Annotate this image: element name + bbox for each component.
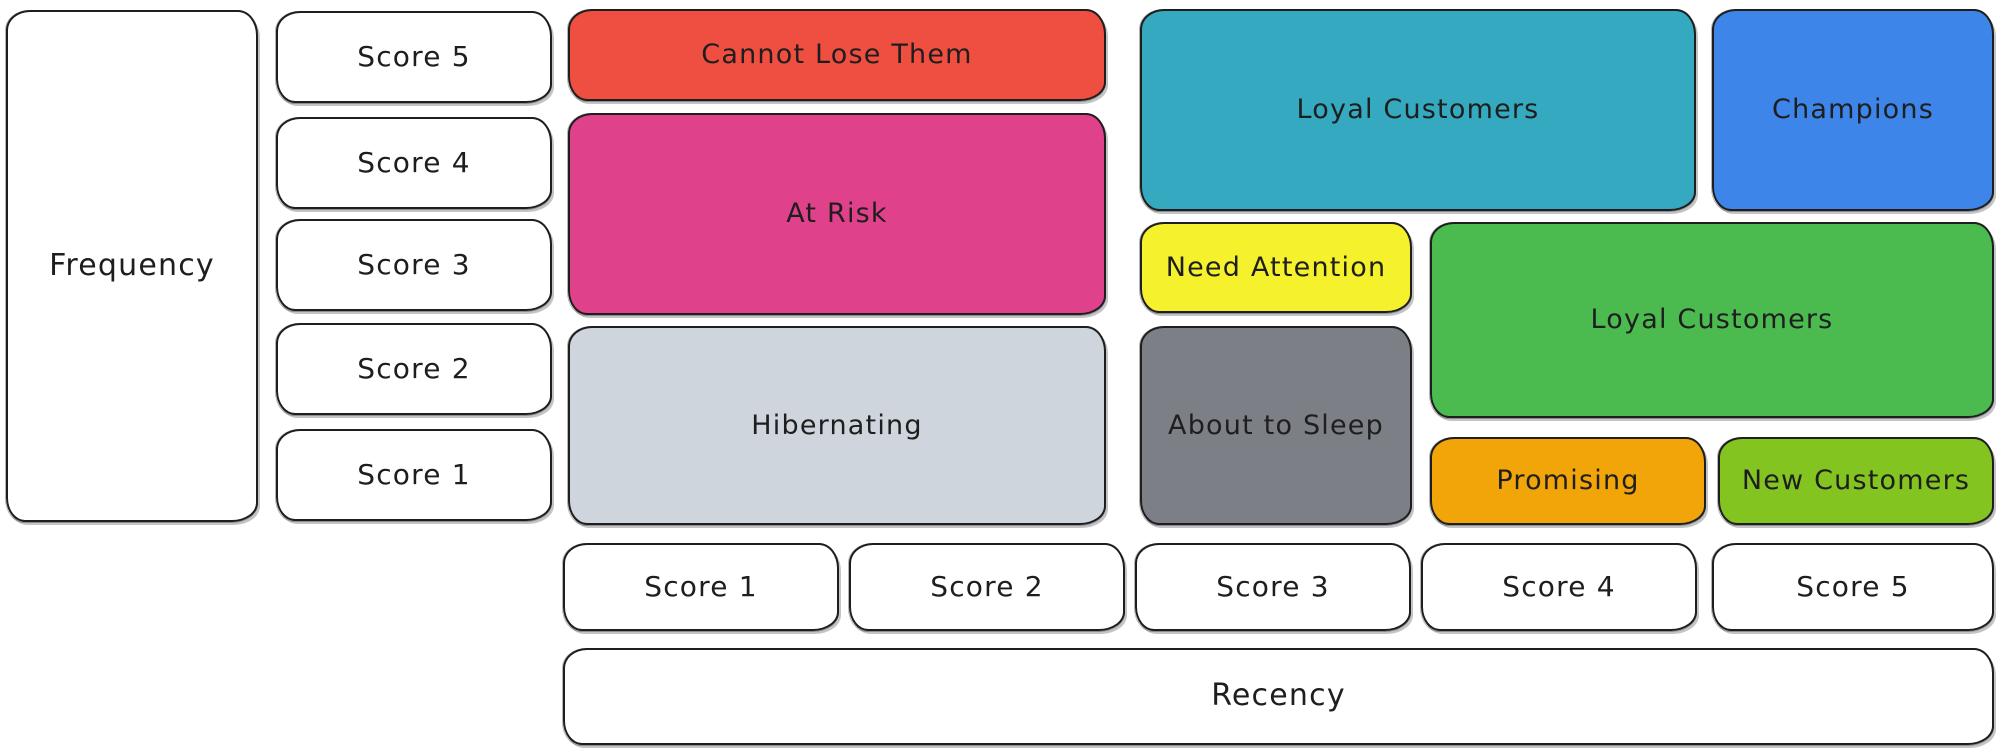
segment-need-attention-label: Need Attention [1165, 251, 1387, 283]
segment-loyal-customers-teal[interactable]: Loyal Customers [1139, 9, 1696, 212]
segment-at-risk[interactable]: At Risk [567, 113, 1106, 316]
frequency-axis-box: Frequency [5, 10, 258, 523]
segment-cannot-lose-them-label: Cannot Lose Them [701, 39, 973, 71]
frequency-score-5-label: Score 5 [357, 39, 471, 73]
segment-about-to-sleep[interactable]: About to Sleep [1139, 326, 1412, 526]
segment-loyal-customers-teal-label: Loyal Customers [1296, 94, 1540, 126]
frequency-score-4[interactable]: Score 4 [275, 117, 552, 210]
frequency-score-1-label: Score 1 [357, 457, 471, 491]
frequency-score-4-label: Score 4 [357, 145, 471, 179]
recency-axis-box: Recency [562, 648, 1994, 746]
segment-at-risk-label: At Risk [786, 198, 888, 230]
segment-champions[interactable]: Champions [1711, 9, 1994, 212]
recency-score-3-label: Score 3 [1216, 569, 1330, 603]
segment-champions-label: Champions [1772, 94, 1934, 126]
frequency-score-1[interactable]: Score 1 [275, 429, 552, 522]
segment-need-attention[interactable]: Need Attention [1139, 222, 1412, 314]
frequency-score-5[interactable]: Score 5 [275, 11, 552, 104]
recency-score-1[interactable]: Score 1 [562, 543, 839, 632]
recency-score-4[interactable]: Score 4 [1420, 543, 1697, 632]
recency-score-1-label: Score 1 [644, 569, 758, 603]
recency-score-4-label: Score 4 [1502, 569, 1616, 603]
frequency-score-3[interactable]: Score 3 [275, 219, 552, 312]
frequency-score-2[interactable]: Score 2 [275, 323, 552, 416]
recency-score-2-label: Score 2 [930, 569, 1044, 603]
segment-hibernating[interactable]: Hibernating [567, 326, 1106, 526]
frequency-axis-label: Frequency [49, 247, 215, 283]
segment-cannot-lose-them[interactable]: Cannot Lose Them [567, 9, 1106, 102]
segment-hibernating-label: Hibernating [751, 409, 923, 441]
recency-score-5[interactable]: Score 5 [1711, 543, 1994, 632]
frequency-score-3-label: Score 3 [357, 247, 471, 281]
segment-promising[interactable]: Promising [1429, 437, 1706, 526]
recency-axis-label: Recency [1211, 678, 1346, 714]
recency-score-2[interactable]: Score 2 [848, 543, 1125, 632]
frequency-score-2-label: Score 2 [357, 351, 471, 385]
segment-loyal-customers-green-label: Loyal Customers [1590, 304, 1834, 336]
segment-promising-label: Promising [1496, 465, 1640, 497]
segment-new-customers-label: New Customers [1741, 465, 1971, 497]
segment-loyal-customers-green[interactable]: Loyal Customers [1429, 222, 1994, 419]
recency-score-3[interactable]: Score 3 [1134, 543, 1411, 632]
segment-new-customers[interactable]: New Customers [1717, 437, 1994, 526]
recency-score-5-label: Score 5 [1796, 569, 1910, 603]
segment-about-to-sleep-label: About to Sleep [1168, 409, 1384, 441]
